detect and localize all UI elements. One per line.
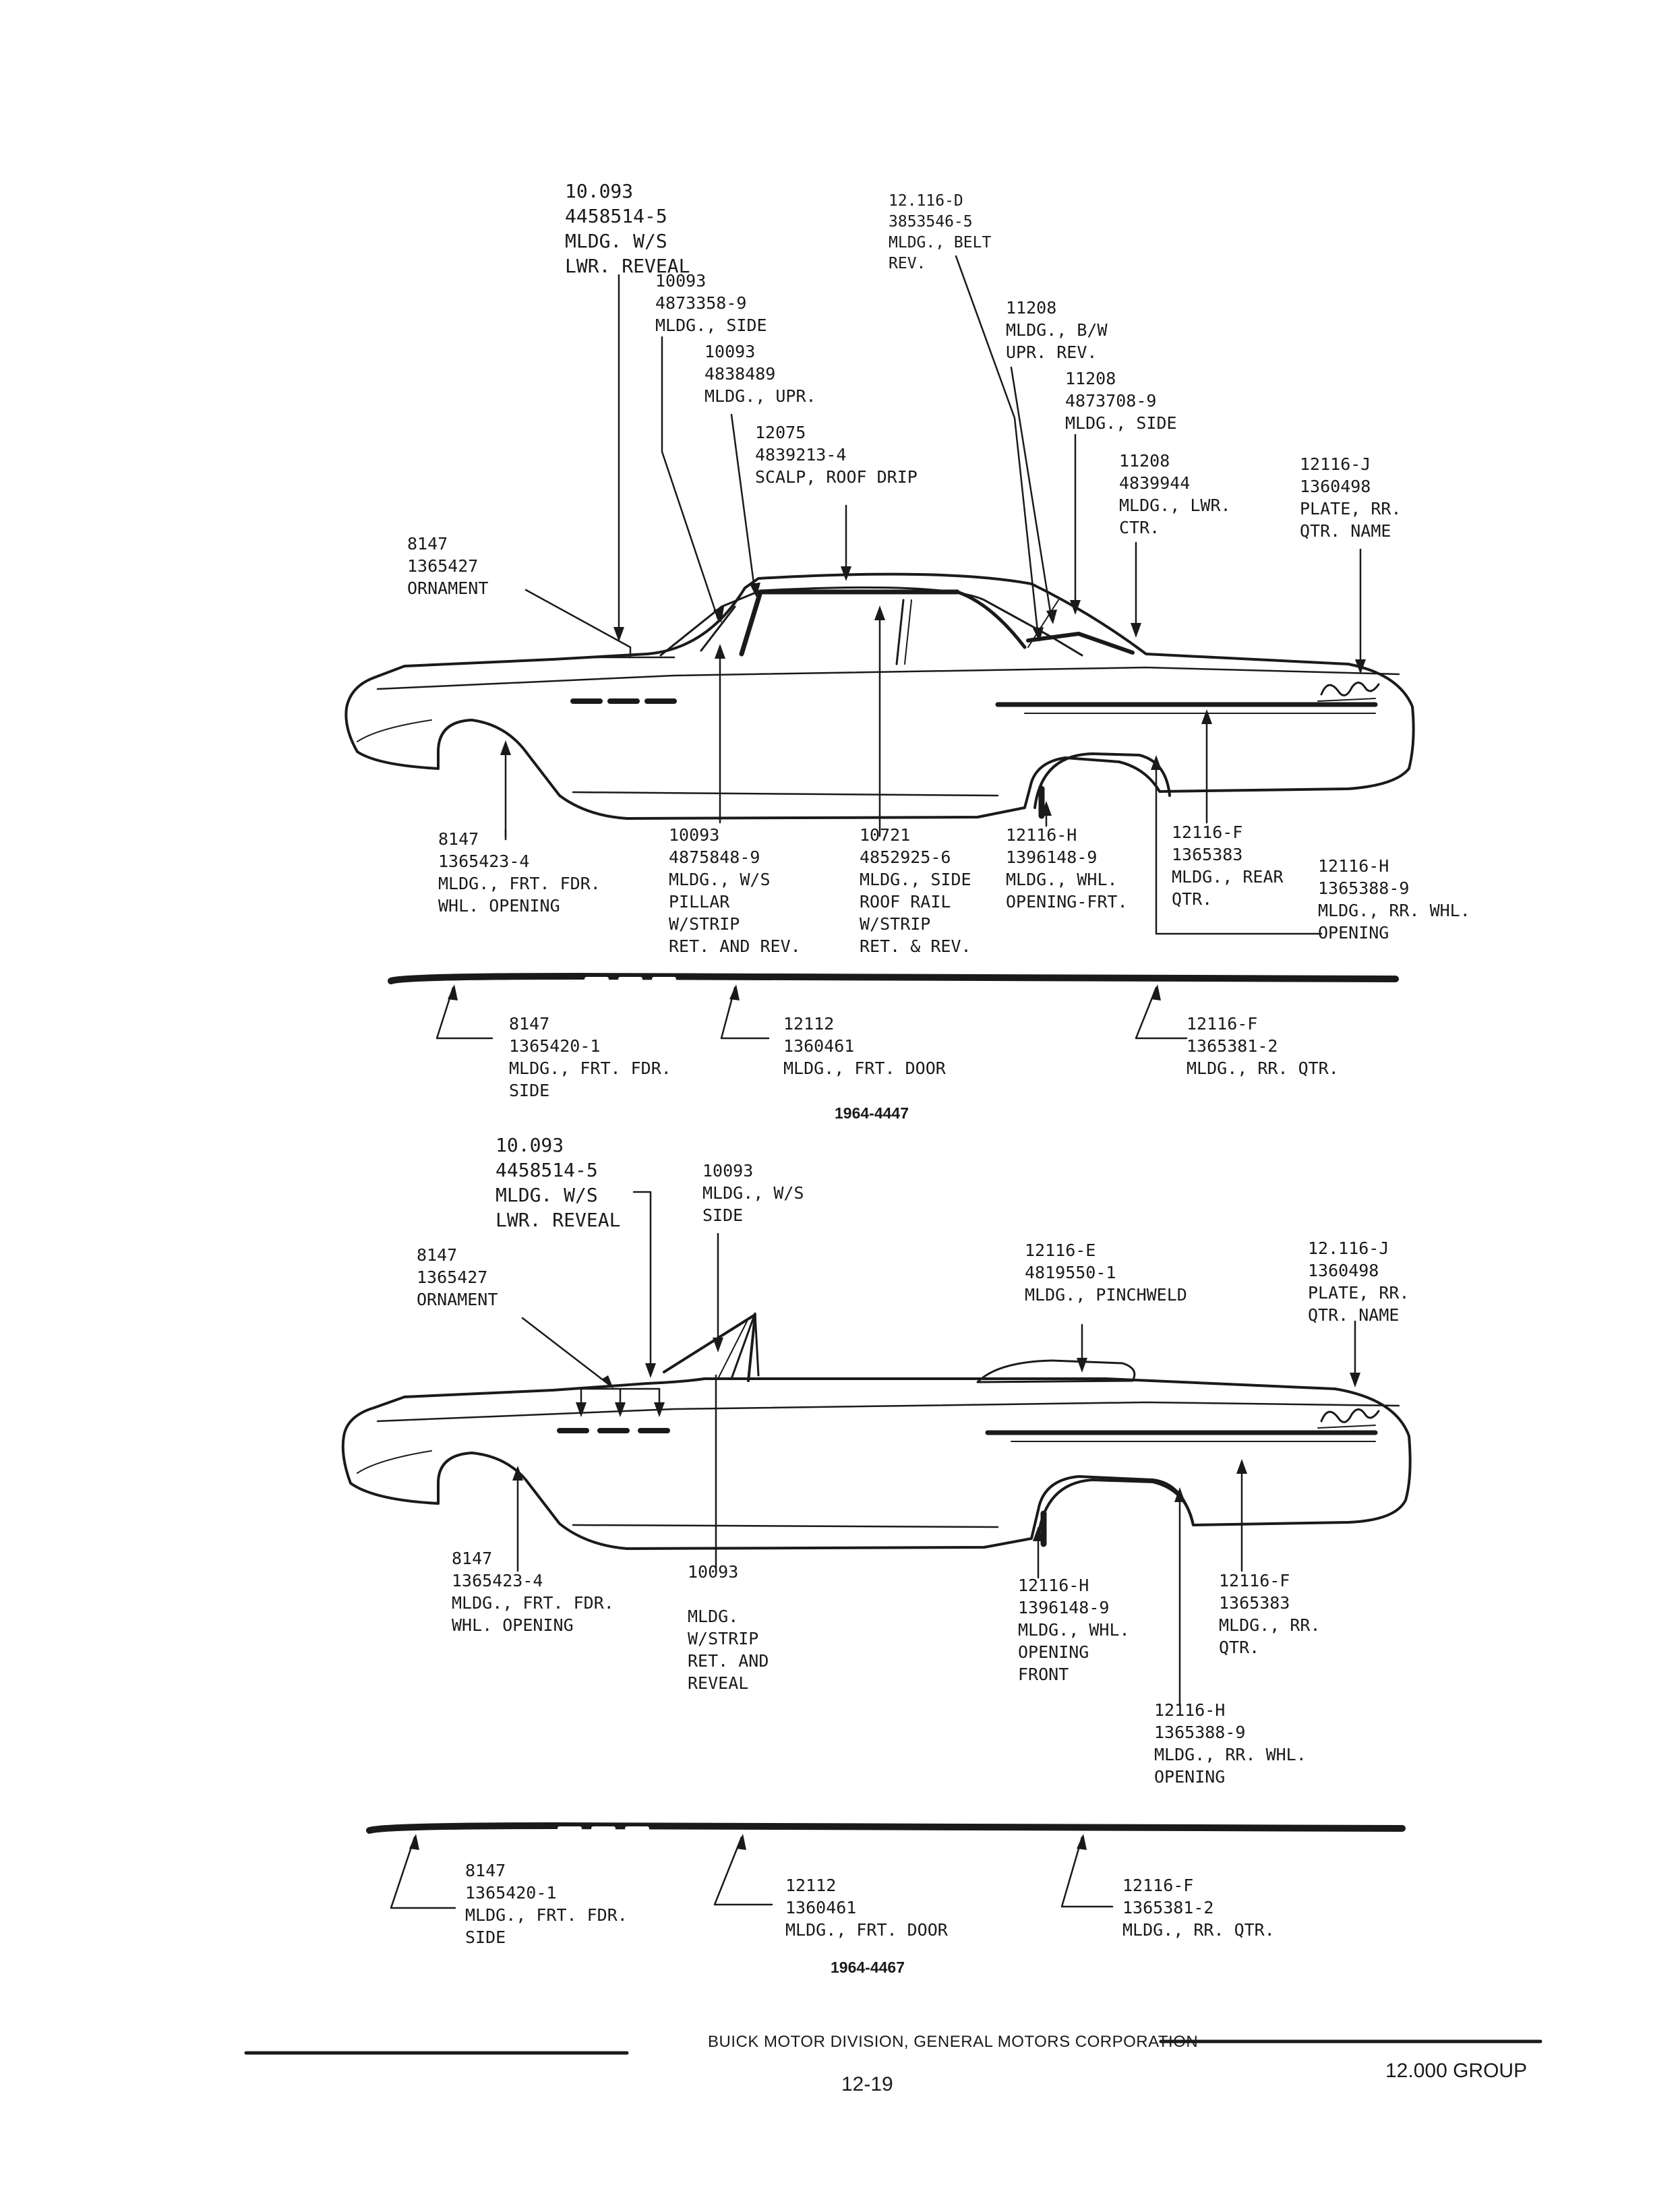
leader-lines-1 [504, 255, 1362, 935]
callout-side-molding-11208: 11208 4873708-9 MLDG., SIDE [1065, 369, 1177, 433]
strip-callout-frt-fender-side-2: 8147 1365420-1 MLDG., FRT. FDR. SIDE [465, 1861, 628, 1947]
callout-rear-wheel-opening: 12116-H 1365388-9 MLDG., RR. WHL. OPENIN… [1318, 856, 1470, 943]
callout-frt-fender-wheel-2: 8147 1365423-4 MLDG., FRT. FDR. WHL. OPE… [452, 1549, 614, 1635]
section-group: 12.000 GROUP [1385, 2060, 1528, 2082]
footer-division: BUICK MOTOR DIVISION, GENERAL MOTORS COR… [708, 2033, 1199, 2051]
trim-strip-2 [366, 1822, 1406, 1909]
figure-number-2: 1964-4467 [831, 1959, 905, 1976]
callout-ws-lower-reveal-2: 10.093 4458514-5 MLDG. W/S LWR. REVEAL [496, 1134, 621, 1231]
callout-rear-quarter: 12116-F 1365383 MLDG., REAR QTR. [1172, 823, 1284, 909]
callout-wheel-opening-front: 12116-H 1396148-9 MLDG., WHL. OPENING-FR… [1006, 825, 1128, 912]
callout-lower-center: 11208 4839944 MLDG., LWR. CTR. [1119, 451, 1231, 537]
hardtop-car-body [344, 572, 1415, 820]
callout-ornament-2: 8147 1365427 ORNAMENT [417, 1245, 498, 1309]
callout-rear-wheel-opening-2: 12116-H 1365388-9 MLDG., RR. WHL. OPENIN… [1154, 1700, 1307, 1787]
strip-callout-frt-fender-side: 8147 1365420-1 MLDG., FRT. FDR. SIDE [509, 1014, 671, 1100]
callout-side-roof-rail: 10721 4852925-6 MLDG., SIDE ROOF RAIL W/… [860, 825, 971, 956]
callout-rr-quarter-2: 12116-F 1365383 MLDG., RR. QTR. [1219, 1571, 1321, 1657]
callout-name-plate-2: 12.116-J 1360498 PLATE, RR. QTR. NAME [1308, 1238, 1410, 1325]
arrowheads-2 [512, 1338, 1360, 1541]
callout-pinchweld: 12116-E 4819550-1 MLDG., PINCHWELD [1025, 1241, 1187, 1305]
callout-name-plate: 12116-J 1360498 PLATE, RR. QTR. NAME [1300, 454, 1402, 541]
callout-wheel-opening-front-2: 12116-H 1396148-9 MLDG., WHL. OPENING FR… [1018, 1576, 1130, 1684]
leader-lines-2 [516, 1191, 1356, 1707]
lesabre-script-emblem-icon-2 [1317, 1408, 1380, 1429]
callout-belt-reveal: 12.116-D 3853546-5 MLDG., BELT REV. [889, 192, 992, 272]
figure-number-1: 1964-4447 [835, 1104, 909, 1122]
callout-roof-drip-scalp: 12075 4839213-4 SCALP, ROOF DRIP [755, 423, 918, 487]
callout-wstrip-reveal: 10093 MLDG. W/STRIP RET. AND REVEAL [688, 1562, 769, 1693]
arrowheads-1 [500, 566, 1366, 816]
callout-side-molding: 10093 4873358-9 MLDG., SIDE [655, 271, 767, 335]
callout-ws-lower-reveal: 10.093 4458514-5 MLDG. W/S LWR. REVEAL [565, 180, 690, 277]
strip-callout-rr-quarter: 12116-F 1365381-2 MLDG., RR. QTR. [1187, 1014, 1339, 1078]
callout-ws-pillar: 10093 4875848-9 MLDG., W/S PILLAR W/STRI… [669, 825, 801, 956]
callout-ws-side: 10093 MLDG., W/S SIDE [702, 1161, 804, 1225]
callout-frt-fender-wheel: 8147 1365423-4 MLDG., FRT. FDR. WHL. OPE… [438, 829, 601, 916]
strip-callout-frt-door-2: 12112 1360461 MLDG., FRT. DOOR [785, 1876, 948, 1940]
strip-callout-rr-quarter-2: 12116-F 1365381-2 MLDG., RR. QTR. [1122, 1876, 1275, 1940]
callout-bw-upper-reveal: 11208 MLDG., B/W UPR. REV. [1006, 298, 1108, 362]
strip-callout-frt-door: 12112 1360461 MLDG., FRT. DOOR [783, 1014, 946, 1078]
callout-ornament: 8147 1365427 ORNAMENT [407, 534, 489, 598]
lesabre-script-emblem-icon [1317, 682, 1380, 702]
convertible-car-body [341, 1312, 1412, 1550]
callout-upper-molding: 10093 4838489 MLDG., UPR. [704, 342, 816, 406]
page-number: 12-19 [841, 2073, 893, 2095]
trim-strip-1 [388, 973, 1399, 1040]
